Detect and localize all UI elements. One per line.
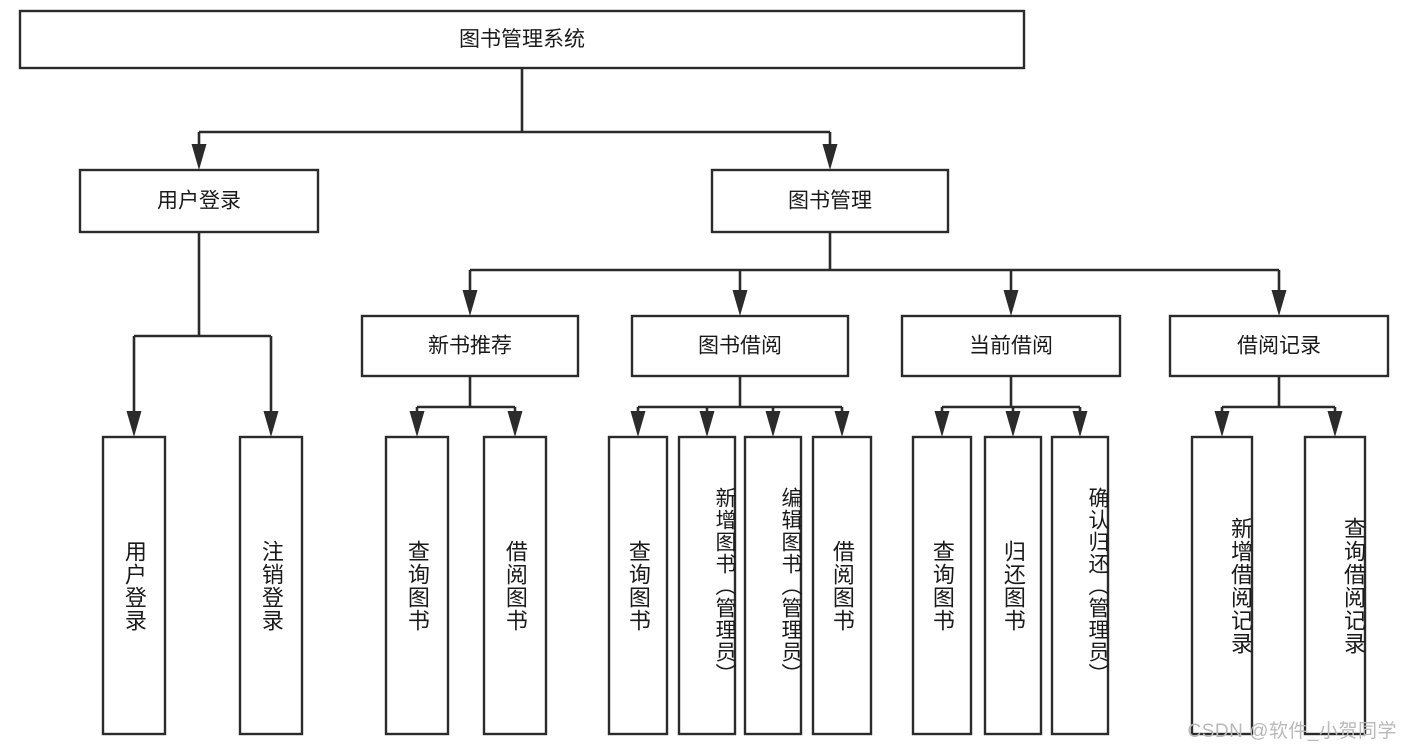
node-box-leaf-confirm-return-admin[interactable] [1050, 435, 1110, 736]
node-label-user-login: 用户登录 [157, 190, 241, 213]
connector-conn-records [1214, 376, 1343, 437]
node-box-leaf-query-books-borrow[interactable] [607, 435, 669, 736]
node-box-book-borrow[interactable] [630, 314, 850, 378]
node-leaf-query-books-current[interactable] [911, 435, 973, 736]
node-leaf-query-borrow-record[interactable] [1303, 435, 1367, 736]
node-leaf-user-logout[interactable] [238, 435, 304, 736]
node-leaf-query-books-borrow[interactable] [607, 435, 669, 736]
node-leaf-confirm-return-admin[interactable] [1050, 435, 1110, 736]
node-box-leaf-query-books-current[interactable] [911, 435, 973, 736]
node-leaf-borrow-books-borrow[interactable] [811, 435, 873, 736]
node-box-leaf-return-books[interactable] [983, 435, 1043, 736]
node-label-book-borrow: 图书借阅 [698, 335, 782, 358]
node-current-borrow[interactable]: 当前借阅 [900, 314, 1122, 378]
connector-conn-user-login [126, 232, 279, 437]
csdn-watermark: CSDN @软件_小贺同学 [1187, 721, 1397, 742]
node-box-borrow-records[interactable] [1168, 314, 1390, 378]
node-box-leaf-query-borrow-record[interactable] [1303, 435, 1367, 736]
node-user-login[interactable]: 用户登录 [78, 168, 320, 234]
node-label-root: 图书管理系统 [459, 28, 585, 51]
node-new-book-recommend[interactable]: 新书推荐 [360, 314, 580, 378]
node-root[interactable]: 图书管理系统 [18, 9, 1026, 70]
node-leaf-user-login[interactable] [101, 435, 167, 736]
node-book-management[interactable]: 图书管理 [710, 168, 950, 234]
node-label-new-book-recommend: 新书推荐 [428, 335, 512, 358]
node-leaf-query-books-rec[interactable] [384, 435, 450, 736]
node-box-leaf-add-borrow-record[interactable] [1190, 435, 1254, 736]
node-leaf-borrow-books-rec[interactable] [482, 435, 548, 736]
connector-conn-book-mgmt [462, 232, 1287, 316]
node-box-root[interactable] [18, 9, 1026, 70]
connector-conn-current [934, 376, 1088, 437]
node-box-leaf-edit-book-admin[interactable] [743, 435, 803, 736]
node-box-leaf-borrow-books-borrow[interactable] [811, 435, 873, 736]
node-leaf-add-borrow-record[interactable] [1190, 435, 1254, 736]
connector-conn-book-borrow [630, 376, 850, 437]
node-borrow-records[interactable]: 借阅记录 [1168, 314, 1390, 378]
node-box-leaf-user-login[interactable] [101, 435, 167, 736]
node-leaf-add-book-admin[interactable] [677, 435, 737, 736]
node-book-borrow[interactable]: 图书借阅 [630, 314, 850, 378]
node-box-user-login[interactable] [78, 168, 320, 234]
node-label-borrow-records: 借阅记录 [1237, 335, 1321, 358]
node-box-leaf-add-book-admin[interactable] [677, 435, 737, 736]
node-box-book-management[interactable] [710, 168, 950, 234]
node-box-new-book-recommend[interactable] [360, 314, 580, 378]
node-box-current-borrow[interactable] [900, 314, 1122, 378]
node-box-leaf-query-books-rec[interactable] [384, 435, 450, 736]
connector-conn-root [191, 68, 838, 170]
node-label-book-management: 图书管理 [788, 190, 872, 213]
node-leaf-edit-book-admin[interactable] [743, 435, 803, 736]
connector-conn-new-book [409, 376, 523, 437]
node-box-leaf-user-logout[interactable] [238, 435, 304, 736]
node-box-leaf-borrow-books-rec[interactable] [482, 435, 548, 736]
connector-layer [126, 68, 1343, 437]
node-label-current-borrow: 当前借阅 [969, 335, 1053, 358]
node-leaf-return-books[interactable] [983, 435, 1043, 736]
